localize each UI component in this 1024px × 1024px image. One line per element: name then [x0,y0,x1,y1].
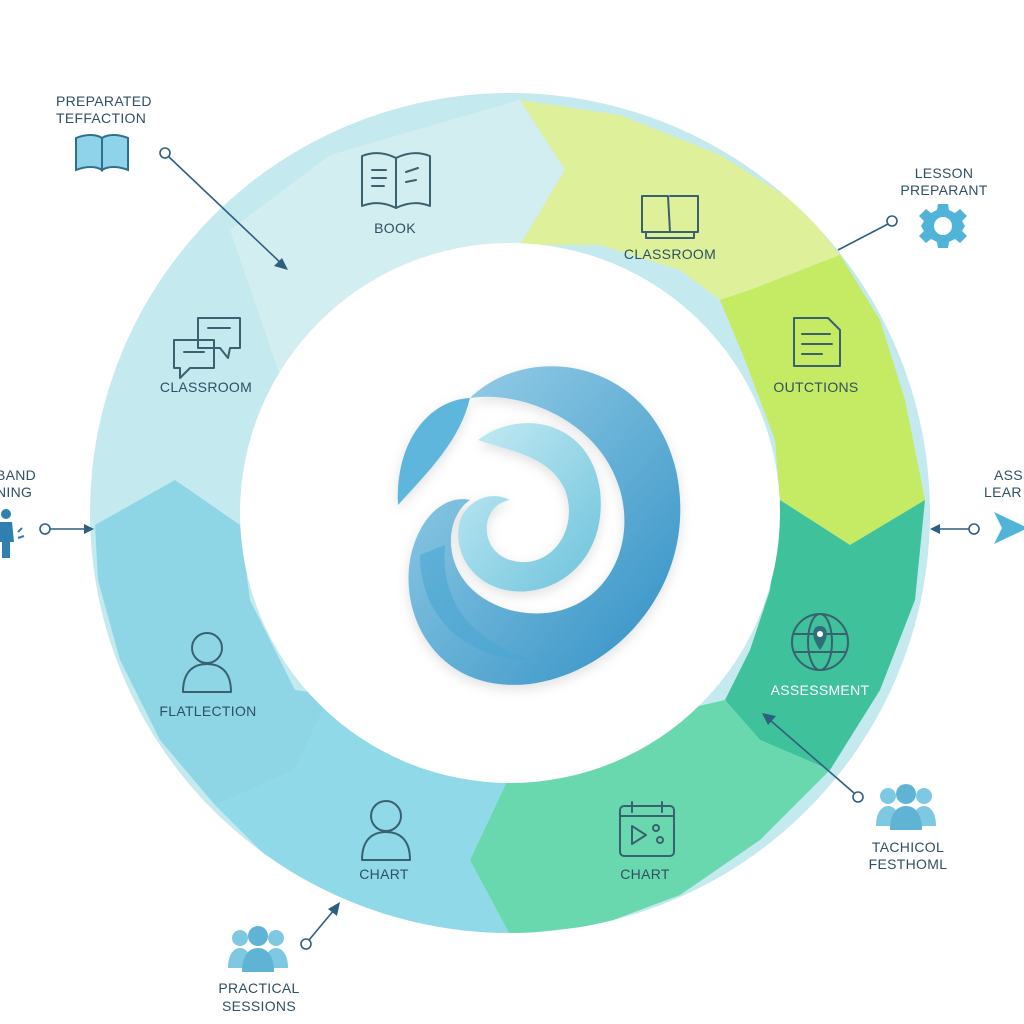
segment-label-chart-left: CHART [359,866,409,882]
callout-top-left-line1: PREPARATED [56,93,152,109]
callout-top-right: LESSON PREPARANT [837,165,987,251]
segment-label-book: BOOK [374,220,416,236]
group-icon [876,784,936,830]
globe-location-icon [791,613,849,671]
connector-line [837,223,889,251]
open-book-icon [641,195,699,239]
arrow-head [762,713,776,725]
swirl-logo-icon [397,366,681,685]
segment-chart-left: CHART [359,800,411,882]
arrow-head [328,902,340,916]
connector-dot [852,791,864,803]
segment-label-chart-right: CHART [620,866,670,882]
ring-segment-classroom-top [520,100,840,300]
chat-bubbles-icon [173,317,241,379]
person-icon [0,509,25,558]
ring-segments [95,100,925,933]
person-icon [182,632,232,693]
callout-bottom-left-line1: PRACTICAL [218,980,299,996]
connector-line [308,909,335,941]
arrow-head [274,258,288,270]
inner-disc [240,243,780,783]
group-icon [228,926,288,972]
arrow-head [930,524,940,534]
segment-classroom-top: CLASSROOM [624,195,716,262]
connector-dot [886,215,898,227]
connector-dot [159,147,171,159]
callout-right-line1: ASS [994,467,1023,483]
callout-bottom-right: TACHICOL FESTHOML [762,713,947,872]
callout-bottom-right-line2: FESTHOML [869,856,948,872]
calendar-video-icon [619,801,675,857]
callout-left-line2: NING [0,484,32,500]
ring-segment-chart-right [470,700,830,933]
connector-dot [39,523,51,535]
book-icon [361,152,431,209]
segment-label-outctions: OUTCTIONS [773,379,858,395]
segment-chart-right: CHART [619,801,675,882]
segment-label-flatlection: FLATLECTION [159,703,256,719]
callout-top-right-line1: LESSON [915,165,974,181]
connector-dot [968,523,980,535]
ring-segment-outctions [720,255,925,545]
segment-flatlection: FLATLECTION [159,632,256,719]
callout-right-line2: LEAR [984,484,1022,500]
ring-segment-chart-left [215,695,510,933]
segment-label-assessment: ASSESSMENT [771,682,870,698]
arrow-head [84,524,94,534]
ring-segment-book [230,100,565,390]
arrow-icon [994,512,1024,544]
segment-label-classroom-top: CLASSROOM [624,246,716,262]
callout-right: ASS LEAR [930,467,1024,544]
segment-assessment: ASSESSMENT [771,613,870,698]
book-icon [75,134,129,172]
ring-segment-flatlection [95,480,330,805]
connector-line [769,719,855,794]
segment-label-classroom-left: CLASSROOM [160,379,252,395]
callout-left-line1: BAND [0,467,36,483]
connector-line [168,156,285,267]
segment-book: BOOK [361,152,431,236]
document-icon [793,317,841,367]
callout-left: BAND NING [0,467,94,558]
callout-bottom-left: PRACTICAL SESSIONS [218,902,340,1014]
callout-bottom-left-line2: SESSIONS [222,998,296,1014]
callout-bottom-right-line1: TACHICOL [872,839,944,855]
segment-outctions: OUTCTIONS [773,317,858,395]
connector-dot [300,938,312,950]
callout-top-left-line2: TEFFACTION [56,110,146,126]
callout-top-left: PREPARATED TEFFACTION [56,93,288,270]
gear-icon [919,204,967,248]
person-icon [361,800,411,861]
callout-top-right-line2: PREPARANT [900,182,987,198]
segment-classroom-left: CLASSROOM [160,317,252,395]
